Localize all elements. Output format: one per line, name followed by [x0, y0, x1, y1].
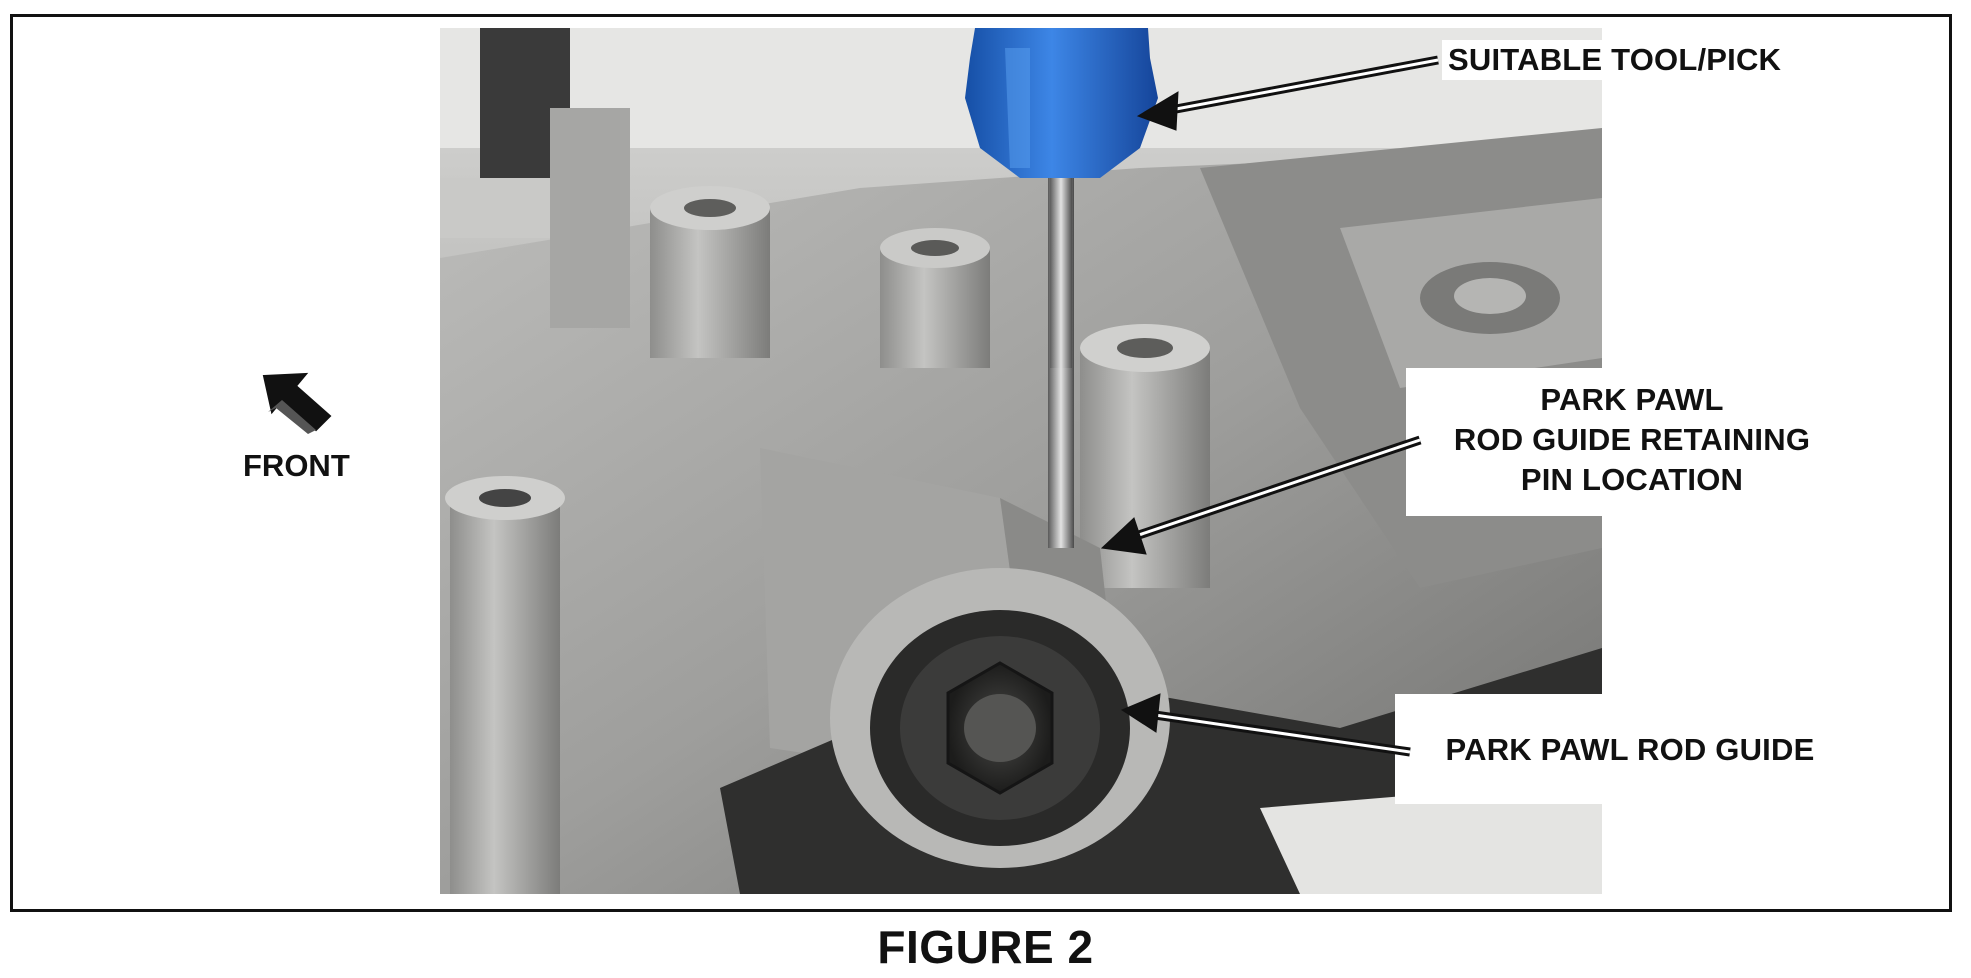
pin-callout-line-3: PIN LOCATION	[1520, 462, 1744, 497]
rod-guide-callout: PARK PAWL ROD GUIDE	[1395, 694, 1865, 804]
front-orientation-label: FRONT	[243, 448, 350, 483]
pin-callout-line-1: PARK PAWL	[1540, 382, 1724, 417]
pin-callout-line-2: ROD GUIDE RETAINING	[1453, 422, 1811, 457]
front-arrow-icon	[262, 372, 332, 434]
tool-callout-text: SUITABLE TOOL/PICK	[1448, 42, 1782, 77]
figure-caption: FIGURE 2	[877, 921, 1094, 973]
rod-guide-callout-text: PARK PAWL ROD GUIDE	[1445, 732, 1815, 767]
pin-location-callout: PARK PAWL ROD GUIDE RETAINING PIN LOCATI…	[1406, 368, 1858, 516]
tool-callout: SUITABLE TOOL/PICK	[1442, 40, 1788, 80]
